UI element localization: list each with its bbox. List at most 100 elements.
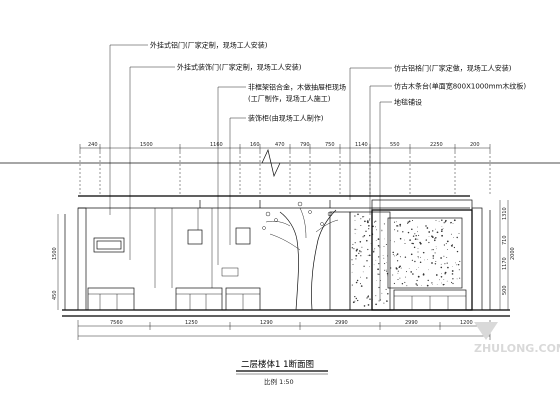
stone-speckle [435,261,437,262]
stone-speckle [428,231,431,233]
stone-speckle [360,255,362,257]
stone-speckle [397,230,399,232]
stone-speckle [441,226,443,227]
stone-speckle [377,268,379,271]
stone-speckle [372,225,374,228]
stone-speckle [450,233,452,235]
stone-speckle [441,228,443,231]
stone-speckle [390,267,392,269]
dim-left-2: 450 [52,290,58,300]
stone-speckle [414,233,416,235]
stone-speckle [367,248,369,251]
stone-speckle [369,266,371,268]
stone-speckle [363,305,366,307]
stone-speckle [404,281,406,283]
stone-speckle [404,256,407,258]
watermark-text: ZHULONG.COM [474,342,560,355]
note-7: 仿古木条台(单面宽800X1000mm木纹板) [394,82,526,91]
dim-bottom-5: 2990 [405,320,418,326]
stone-speckle [367,254,369,256]
stone-speckle [440,266,443,269]
stone-speckle [392,274,394,276]
stone-speckle [451,270,454,272]
stone-speckle [383,245,385,247]
stone-speckle [395,267,397,269]
stone-speckle [434,263,437,265]
drawing-title: 二层楼体1 1断面图 [241,359,314,370]
stone-speckle [410,271,413,273]
dim-top-10: 2250 [430,142,443,148]
stone-speckle [403,239,405,241]
stone-speckle [427,259,428,260]
stone-speckle [408,220,411,223]
stone-speckle [366,277,368,279]
stone-speckle [407,221,409,224]
stone-speckle [426,227,429,229]
stone-speckle [364,220,366,223]
stone-speckle [399,277,401,279]
stone-speckle [443,222,445,224]
stone-speckle [443,244,445,246]
stone-speckle [422,273,425,276]
stone-speckle [379,299,381,301]
right-dimension-chain: 1310 710 1170 500 2000 [499,200,516,310]
stone-speckle [417,231,418,233]
stone-speckle [406,285,408,287]
stone-speckle [357,213,359,216]
stone-speckle [458,269,460,271]
stone-speckle [411,219,414,222]
stone-speckle [375,220,377,222]
stone-speckle [381,229,383,231]
stone-speckle [365,230,367,232]
stone-speckle [420,285,422,286]
stone-speckle [369,254,371,257]
stone-speckle [450,221,452,224]
dim-top-9: 550 [390,142,400,148]
stone-speckle [415,283,417,285]
stone-speckle [366,220,369,222]
stone-speckle [381,230,383,232]
stone-speckle [418,266,419,268]
watermark: ZHULONG.COM [474,322,560,355]
stone-speckle [435,237,437,239]
stone-speckle [385,288,387,290]
stone-speckle [416,269,417,271]
stone-speckle [439,279,440,281]
stone-speckle [384,269,386,271]
stone-speckle [443,279,445,280]
stone-speckle [351,247,353,249]
stone-speckle [456,264,458,266]
stone-speckle [440,276,443,278]
stone-speckle [397,278,399,281]
stone-speckle [399,223,402,226]
stone-speckle [355,281,358,284]
note-8: 地毯铺设 [394,98,422,107]
stone-speckle [411,259,414,261]
stone-speckle [382,255,384,256]
top-dimension-chain: 240 1500 1160 160 470 790 750 1140 550 2… [0,142,560,196]
stone-speckle [373,249,375,251]
stone-speckle [444,271,447,274]
stone-speckle [367,221,369,224]
stone-speckle [420,256,422,258]
stone-speckle [416,279,418,282]
stone-speckle [359,283,361,285]
stone-speckle [456,236,458,239]
stone-speckle [386,270,388,272]
stone-speckle [367,296,369,298]
stone-speckle [396,253,399,255]
stone-speckle [402,231,404,233]
stone-speckle [445,219,447,222]
stone-speckle [457,263,460,266]
dim-top-7: 750 [325,142,335,148]
stone-speckle [369,298,371,300]
stone-speckle [459,277,461,279]
stone-speckle [396,254,398,256]
stone-speckle [353,248,355,250]
stone-speckle [379,246,381,248]
stone-speckle [418,234,420,236]
stone-speckle [369,219,371,221]
stone-speckle [405,271,408,273]
dim-top-4: 160 [250,142,260,148]
stone-speckle [355,258,357,260]
